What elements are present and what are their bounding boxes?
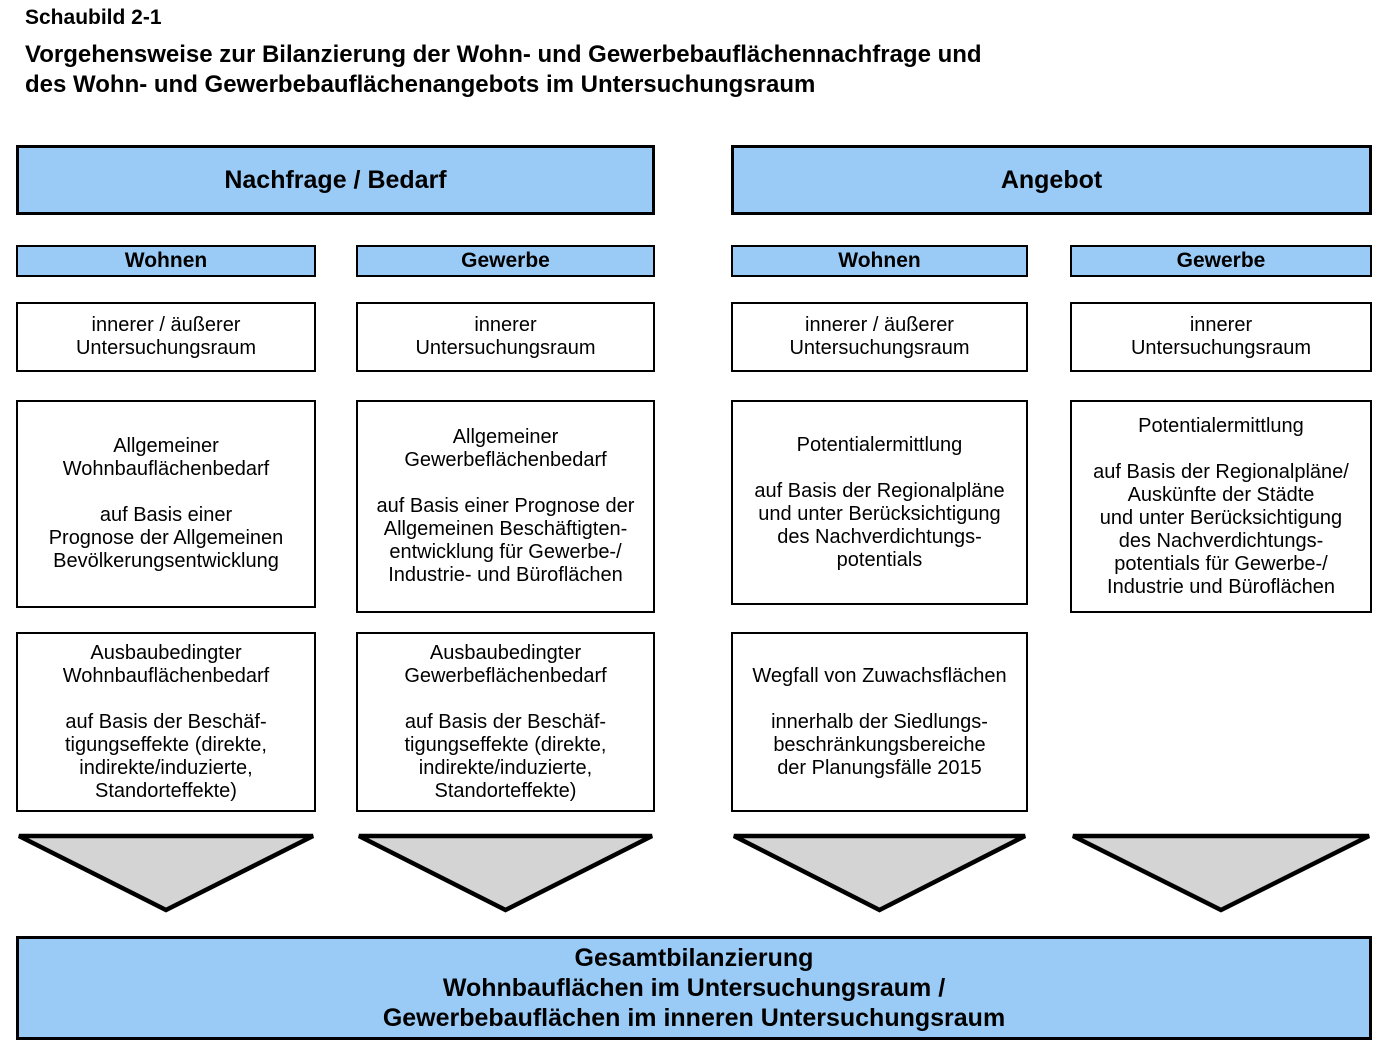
scope-box-angebot-wohnen: innerer / äußerer Untersuchungsraum xyxy=(731,302,1028,372)
scope-box-angebot-gewerbe: innerer Untersuchungsraum xyxy=(1070,302,1372,372)
group-header-angebot: Angebot xyxy=(731,145,1372,215)
figure-label: Schaubild 2-1 xyxy=(25,6,162,29)
group-header-nachfrage-bedarf: Nachfrage / Bedarf xyxy=(16,145,655,215)
subheader-angebot-gewerbe: Gewerbe xyxy=(1070,245,1372,277)
down-arrow-icon xyxy=(356,833,655,913)
secondary-box-ausbaubedingter-gewerbebedarf: Ausbaubedingter Gewerbeflächenbedarf auf… xyxy=(356,632,655,812)
main-box-gewerbeflaechenbedarf: Allgemeiner Gewerbeflächenbedarf auf Bas… xyxy=(356,400,655,613)
main-box-wohnbauflaechenbedarf: Allgemeiner Wohnbauflächenbedarf auf Bas… xyxy=(16,400,316,608)
secondary-box-ausbaubedingter-wohnbedarf: Ausbaubedingter Wohnbauflächenbedarf auf… xyxy=(16,632,316,812)
scope-box-nachfrage-wohnen: innerer / äußerer Untersuchungsraum xyxy=(16,302,316,372)
main-box-potentialermittlung-gewerbe: Potentialermittlung auf Basis der Region… xyxy=(1070,400,1372,613)
down-arrow-icon xyxy=(1070,833,1372,913)
down-arrow-icon xyxy=(16,833,316,913)
secondary-box-wegfall-zuwachsflaechen: Wegfall von Zuwachsflächen innerhalb der… xyxy=(731,632,1028,812)
summary-box-gesamtbilanzierung: Gesamtbilanzierung Wohnbauflächen im Unt… xyxy=(16,936,1372,1040)
subheader-nachfrage-wohnen: Wohnen xyxy=(16,245,316,277)
main-box-potentialermittlung-wohnen: Potentialermittlung auf Basis der Region… xyxy=(731,400,1028,605)
scope-box-nachfrage-gewerbe: innerer Untersuchungsraum xyxy=(356,302,655,372)
down-arrow-icon xyxy=(731,833,1028,913)
subheader-angebot-wohnen: Wohnen xyxy=(731,245,1028,277)
subheader-nachfrage-gewerbe: Gewerbe xyxy=(356,245,655,277)
figure-title: Vorgehensweise zur Bilanzierung der Wohn… xyxy=(25,41,982,98)
